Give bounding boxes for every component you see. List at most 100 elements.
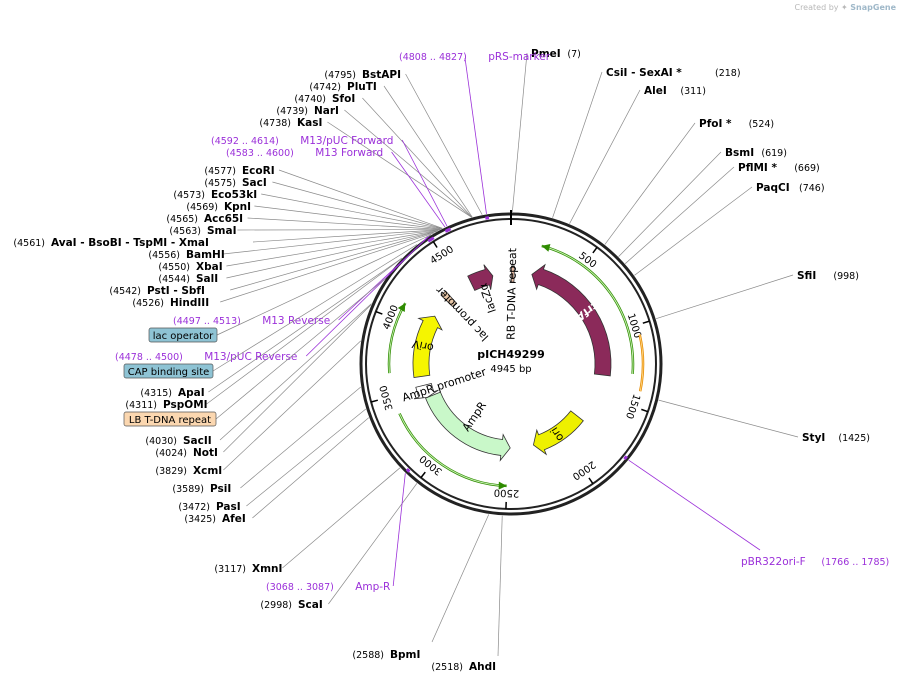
enzyme-position: (4024) — [155, 448, 187, 459]
enzyme-position: (3117) — [214, 564, 246, 575]
enzyme-position: (3589) — [172, 484, 204, 495]
enzyme-position: (4550) — [158, 262, 190, 273]
enzyme-name-acc65i: Acc65I — [204, 213, 243, 225]
ruler-tick — [433, 242, 437, 248]
enzyme-position: (4575) — [204, 178, 236, 189]
enzyme-name-bsmi: BsmI — [725, 147, 754, 159]
primer-name-prs-marker: pRS-marker — [488, 51, 551, 63]
enzyme-position: (2998) — [260, 600, 292, 611]
primer-name-amp-r: Amp-R — [355, 581, 390, 593]
enzyme-name-noti: NotI — [193, 447, 218, 459]
enzyme-leader-line — [230, 231, 436, 290]
enzyme-name-sali: SalI — [196, 273, 218, 285]
enzyme-leader-line — [261, 194, 442, 229]
primer-name-m13-forward: M13 Forward — [315, 147, 383, 159]
primer-name-m13-puc-forward: M13/pUC Forward — [300, 135, 393, 147]
primer-marker — [485, 218, 489, 219]
enzyme-name-eco53ki: Eco53kI — [211, 189, 257, 201]
enzyme-name-alei: AleI — [644, 85, 667, 97]
enzyme-leader-line — [659, 400, 798, 437]
enzyme-leader-line — [272, 182, 442, 228]
enzyme-name-saci: SacI — [242, 177, 267, 189]
watermark-prefix: Created by — [794, 3, 838, 12]
ruler-tick — [593, 247, 597, 253]
enzyme-leader-line — [570, 90, 640, 224]
ruler-tick — [589, 478, 593, 484]
enzyme-leader-line — [605, 123, 695, 244]
enzyme-position: (4740) — [294, 94, 326, 105]
enzyme-leader-line — [432, 514, 489, 642]
snapgene-logo-icon: ✦ — [841, 3, 848, 12]
enzyme-position: (218) — [715, 68, 741, 79]
enzyme-name-afei: AfeI — [222, 513, 246, 525]
enzyme-position: (4569) — [186, 202, 218, 213]
enzyme-name-psti-sbfi: PstI - SbfI — [147, 285, 205, 297]
ruler-tick — [643, 321, 650, 323]
enzyme-position: (4315) — [140, 388, 172, 399]
enzyme-position: (4526) — [132, 298, 164, 309]
enzyme-position: (4544) — [158, 274, 190, 285]
feature-label-ampr: AmpR — [460, 399, 489, 434]
ruler-tick — [421, 472, 425, 477]
enzyme-position: (4561) — [13, 238, 45, 249]
enzyme-leader-line — [634, 187, 752, 275]
enzyme-name-kasi: KasI — [297, 117, 322, 129]
enzyme-name-psii: PsiI — [210, 483, 231, 495]
enzyme-name-apai: ApaI — [178, 387, 205, 399]
enzyme-leader-line — [246, 409, 365, 506]
enzyme-position: (4738) — [259, 118, 291, 129]
primer-name-m13-puc-reverse: M13/pUC Reverse — [204, 351, 297, 363]
enzyme-name-sacii: SacII — [183, 435, 212, 447]
enzyme-leader-line — [512, 53, 527, 212]
enzyme-position: (3425) — [184, 514, 216, 525]
feature-label-rb-t-dna-repeat: RB T-DNA repeat — [504, 247, 519, 340]
enzyme-position: (4030) — [145, 436, 177, 447]
enzyme-position: (998) — [833, 271, 859, 282]
box-leader-line — [213, 245, 417, 371]
enzyme-name-paqci: PaqCI — [756, 182, 790, 194]
enzyme-position: (7) — [567, 49, 580, 60]
enzyme-position: (669) — [794, 163, 820, 174]
enzyme-position: (2588) — [352, 650, 384, 661]
enzyme-name-pspomi: PspOMI — [163, 399, 208, 411]
enzyme-leader-line — [656, 275, 793, 319]
enzyme-position: (4573) — [173, 190, 205, 201]
enzyme-name-styi: StyI — [802, 432, 825, 444]
enzyme-name-pflmi: PflMI * — [738, 162, 777, 174]
enzyme-name-xmni: XmnI — [252, 563, 282, 575]
watermark-brand: SnapGene — [850, 3, 896, 12]
enzyme-name-scai: ScaI — [298, 599, 323, 611]
ruler-label: 1500 — [623, 392, 642, 420]
enzyme-leader-line — [282, 468, 400, 568]
enzyme-name-pluti: PluTI — [347, 81, 377, 93]
enzyme-leader-line — [498, 516, 502, 656]
feature-box-label: lac operator — [153, 331, 214, 342]
primer-marker — [445, 230, 448, 231]
enzyme-name-pfoi: PfoI * — [699, 118, 732, 130]
enzyme-leader-line — [619, 152, 721, 257]
enzyme-position: (4739) — [276, 106, 308, 117]
plasmid-length: 4945 bp — [490, 364, 531, 375]
primer-range: (3068 .. 3087) — [266, 582, 334, 593]
enzyme-leader-line — [248, 218, 441, 229]
enzyme-position: (524) — [749, 119, 775, 130]
enzyme-position: (311) — [680, 86, 706, 97]
enzyme-name-xcmi: XcmI — [193, 465, 222, 477]
enzyme-leader-line — [252, 418, 368, 518]
enzyme-position: (4742) — [309, 82, 341, 93]
enzyme-position: (4556) — [148, 250, 180, 261]
ruler-tick — [371, 400, 378, 402]
enzyme-name-ecori: EcoRI — [242, 165, 275, 177]
plasmid-name: pICH49299 — [477, 348, 545, 361]
enzyme-position: (746) — [799, 183, 825, 194]
enzyme-leader-line — [553, 72, 602, 218]
primer-leader-line — [393, 473, 405, 586]
enzyme-leader-line — [226, 231, 437, 266]
enzyme-leader-line — [207, 259, 402, 404]
ruler-tick — [376, 312, 383, 315]
feature-label-lacz: lacZα — [477, 281, 499, 314]
enzyme-name-avai-bsobi-tspmi-xmai: AvaI - BsoBI - TspMI - XmaI — [51, 237, 209, 249]
enzyme-position: (4795) — [324, 70, 356, 81]
ruler-label: 4500 — [428, 244, 455, 267]
